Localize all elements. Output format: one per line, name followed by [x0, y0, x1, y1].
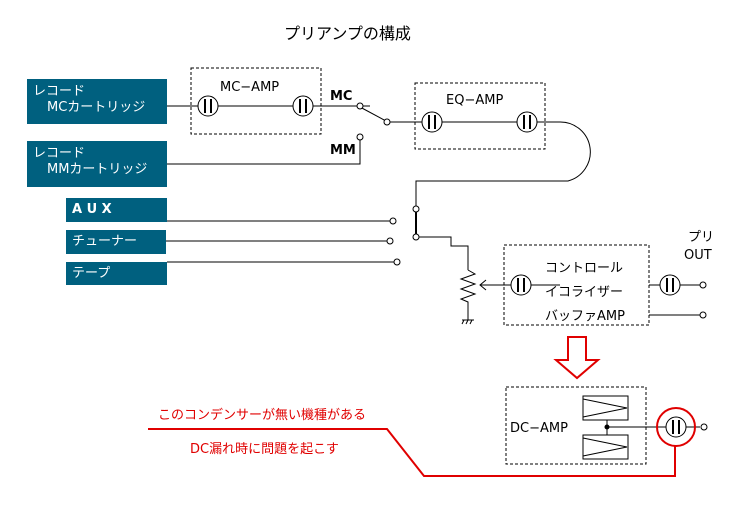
output-terminal: [699, 281, 707, 289]
annotation-leader-line: [148, 428, 676, 477]
switch-contact-mm: [356, 133, 364, 141]
mc-switch-label: MC: [330, 89, 353, 104]
source-tuner: チューナー: [66, 230, 166, 254]
eq-amp-box: [414, 82, 546, 150]
source-record-mm: レコード MMカートリッジ: [27, 141, 167, 187]
wire-to-volume: [419, 236, 469, 270]
eq-amp-label: EQ−AMP: [446, 93, 504, 108]
capacitor-icon: [421, 111, 443, 133]
output-terminal-gnd: [699, 311, 707, 319]
source-record-mc: レコード MCカートリッジ: [27, 79, 167, 124]
amp-triangle-icon: [582, 437, 628, 457]
capacitor-icon: [510, 274, 532, 296]
contact-tuner: [386, 237, 394, 245]
dc-amp-label: DC−AMP: [510, 421, 568, 436]
capacitor-icon: [516, 111, 538, 133]
wire-mm: [167, 140, 361, 165]
control-label-2: イコライザー: [545, 285, 624, 300]
ground-hatch: [461, 319, 473, 325]
contact-aux: [389, 217, 397, 225]
source-record-mm-line2: MMカートリッジ: [47, 162, 148, 177]
down-arrow-icon: [553, 336, 601, 380]
dc-output-terminal: [700, 423, 708, 431]
mc-amp-label: MC−AMP: [220, 80, 280, 95]
source-record-mc-line1: レコード: [33, 84, 86, 99]
source-aux: A U X: [66, 198, 167, 222]
capacitor-icon: [197, 95, 219, 117]
capacitor-icon: [665, 416, 687, 438]
control-label-1: コントロール: [545, 261, 624, 276]
annotation-line1: このコンデンサーが無い機種がある: [158, 408, 367, 423]
annotation-line2: DC漏れ時に問題を起こす: [190, 442, 339, 457]
switch-contact-mc: [356, 102, 364, 110]
amp-stage-upper: [582, 395, 629, 421]
dc-amp-box: [505, 386, 647, 465]
source-tape: テープ: [66, 262, 167, 285]
potentiometer-icon: [459, 269, 477, 320]
switch-common: [383, 118, 391, 126]
mc-amp-box: [190, 67, 322, 135]
capacitor-icon: [659, 274, 681, 296]
source-record-mm-line1: レコード: [33, 146, 86, 161]
output-label-2: OUT: [684, 248, 712, 263]
control-label-3: バッファAMP: [545, 309, 625, 324]
contact-tape: [393, 258, 401, 266]
amp-stage-lower: [582, 434, 629, 460]
selector-common: [412, 233, 420, 241]
diagram-title: プリアンプの構成: [284, 24, 411, 43]
source-record-mc-line2: MCカートリッジ: [47, 100, 146, 115]
wire-eq-out: [415, 121, 591, 207]
output-label-1: プリ: [688, 230, 715, 245]
mm-switch-label: MM: [330, 143, 356, 158]
amp-triangle-icon: [582, 398, 628, 418]
selector-contact: [412, 205, 420, 213]
capacitor-icon: [292, 95, 314, 117]
switch-arm: [359, 106, 387, 122]
